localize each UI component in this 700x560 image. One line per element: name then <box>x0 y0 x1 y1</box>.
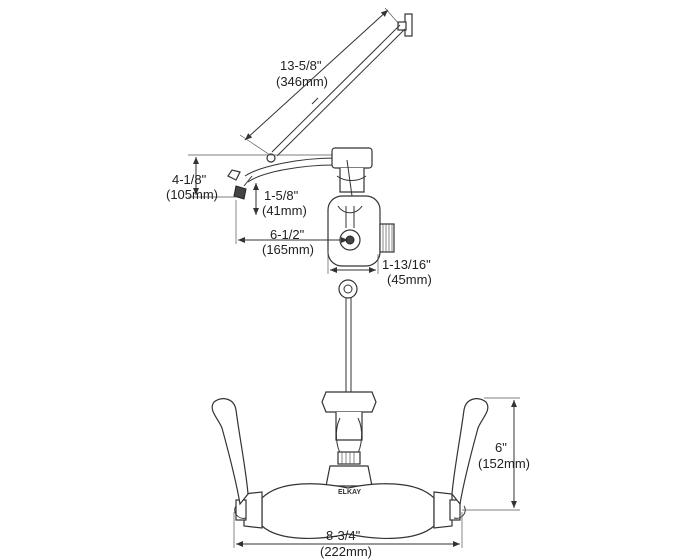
extension-arm <box>266 24 406 163</box>
right-wrist-blade-handle <box>451 398 489 519</box>
overall-width-imperial: 8-3/4" <box>326 528 361 543</box>
main-valve-body: ELKAY <box>235 465 461 539</box>
threaded-inlet <box>379 223 395 253</box>
front-view: ELKAY 6" (152mm) <box>211 279 530 559</box>
spout-outlet <box>233 185 247 200</box>
spout-drop-imperial: 1-5/8" <box>264 188 299 203</box>
wall-flange <box>338 279 358 299</box>
spout <box>227 157 336 200</box>
left-wrist-blade-handle <box>211 398 249 519</box>
side-view: 13-5/8" (346mm) 4-1/8" (105mm) 1-5/8" (4… <box>166 7 432 287</box>
dim-body-depth <box>327 250 379 274</box>
arm-length-imperial: 13-5/8" <box>280 58 322 73</box>
spout-height-imperial: 4-1/8" <box>172 172 207 187</box>
dim-arm-length <box>239 7 400 156</box>
handle-height-metric: (152mm) <box>478 456 530 471</box>
vertical-rod <box>345 298 352 392</box>
body-depth-imperial: 1-13/16" <box>382 257 431 272</box>
arm-length-metric: (346mm) <box>276 74 328 89</box>
overall-width-metric: (222mm) <box>320 544 372 559</box>
arm-wall-bracket <box>397 13 413 37</box>
handle-height-imperial: 6" <box>495 440 507 455</box>
spout-height-metric: (105mm) <box>166 187 218 202</box>
upper-coupling <box>321 391 377 465</box>
brand-label: ELKAY <box>338 489 361 496</box>
dim-spout-reach <box>235 200 348 244</box>
spout-reach-imperial: 6-1/2" <box>270 227 305 242</box>
dim-spout-height <box>188 154 333 198</box>
spout-drop-metric: (41mm) <box>262 203 307 218</box>
valve-body-side <box>327 147 395 267</box>
dim-handle-height <box>462 397 520 511</box>
spout-reach-metric: (165mm) <box>262 242 314 257</box>
body-depth-metric: (45mm) <box>387 272 432 287</box>
dim-overall-width <box>233 512 463 548</box>
